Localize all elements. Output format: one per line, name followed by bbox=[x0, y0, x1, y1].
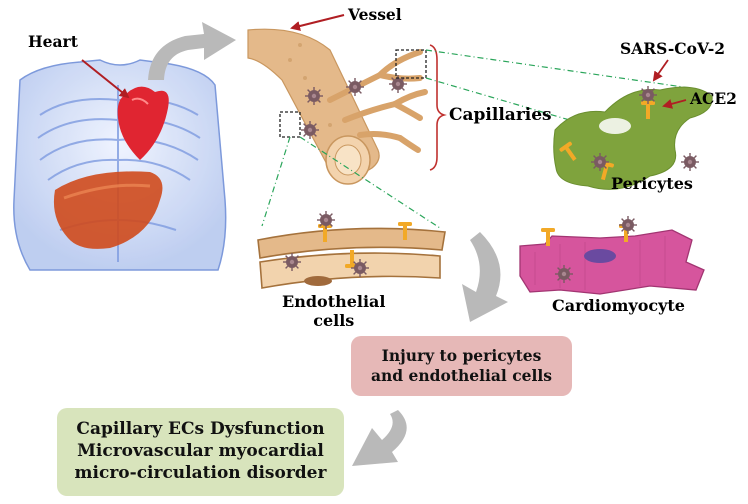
heart-label: Heart bbox=[28, 32, 78, 51]
capillaries-bracket bbox=[429, 44, 447, 171]
outcome-box-line3: micro-circulation disorder bbox=[74, 462, 327, 483]
endothelial-label: Endothelial cells bbox=[282, 292, 386, 330]
injury-box: Injury to pericytes and endothelial cell… bbox=[351, 336, 572, 396]
ace2-pointer-arrow bbox=[662, 99, 687, 109]
vessel-label: Vessel bbox=[348, 5, 402, 24]
cardiomyocyte-label: Cardiomyocyte bbox=[552, 296, 685, 315]
vessel-pointer-arrow bbox=[290, 14, 345, 31]
ace2-label: ACE2 bbox=[690, 89, 737, 108]
injury-box-line1: Injury to pericytes bbox=[381, 346, 542, 366]
outcome-box: Capillary ECs Dysfunction Microvascular … bbox=[57, 408, 344, 496]
outcome-box-line1: Capillary ECs Dysfunction bbox=[76, 419, 325, 440]
injury-box-line2: and endothelial cells bbox=[370, 366, 553, 385]
curved-arrow-to-vessel bbox=[148, 22, 236, 80]
curved-arrow-to-outcome bbox=[352, 410, 407, 466]
outcome-box-line2: Microvascular myocardial bbox=[77, 441, 324, 462]
cardiomyocyte-illustration bbox=[519, 215, 705, 295]
pericytes-label: Pericytes bbox=[611, 174, 693, 193]
vessel-callout-box bbox=[279, 111, 301, 138]
sars-pointer-arrow bbox=[652, 59, 669, 82]
vessel-illustration bbox=[247, 28, 428, 185]
torso-illustration bbox=[13, 59, 227, 271]
liver-shape bbox=[53, 171, 163, 249]
endothelial-label-line1: Endothelial bbox=[282, 292, 386, 311]
callout-lines bbox=[261, 49, 691, 229]
endothelial-label-line2: cells bbox=[313, 311, 355, 331]
heart-pointer-arrow bbox=[81, 59, 130, 99]
capillaries-label: Capillaries bbox=[449, 105, 552, 125]
capillary-callout-box bbox=[395, 49, 427, 79]
curved-arrow-to-injury bbox=[462, 232, 508, 322]
pericyte-illustration bbox=[553, 85, 713, 190]
sars-cov-2-label: SARS-CoV-2 bbox=[620, 39, 726, 58]
heart-shape bbox=[117, 86, 169, 160]
endothelial-illustration bbox=[257, 210, 446, 289]
